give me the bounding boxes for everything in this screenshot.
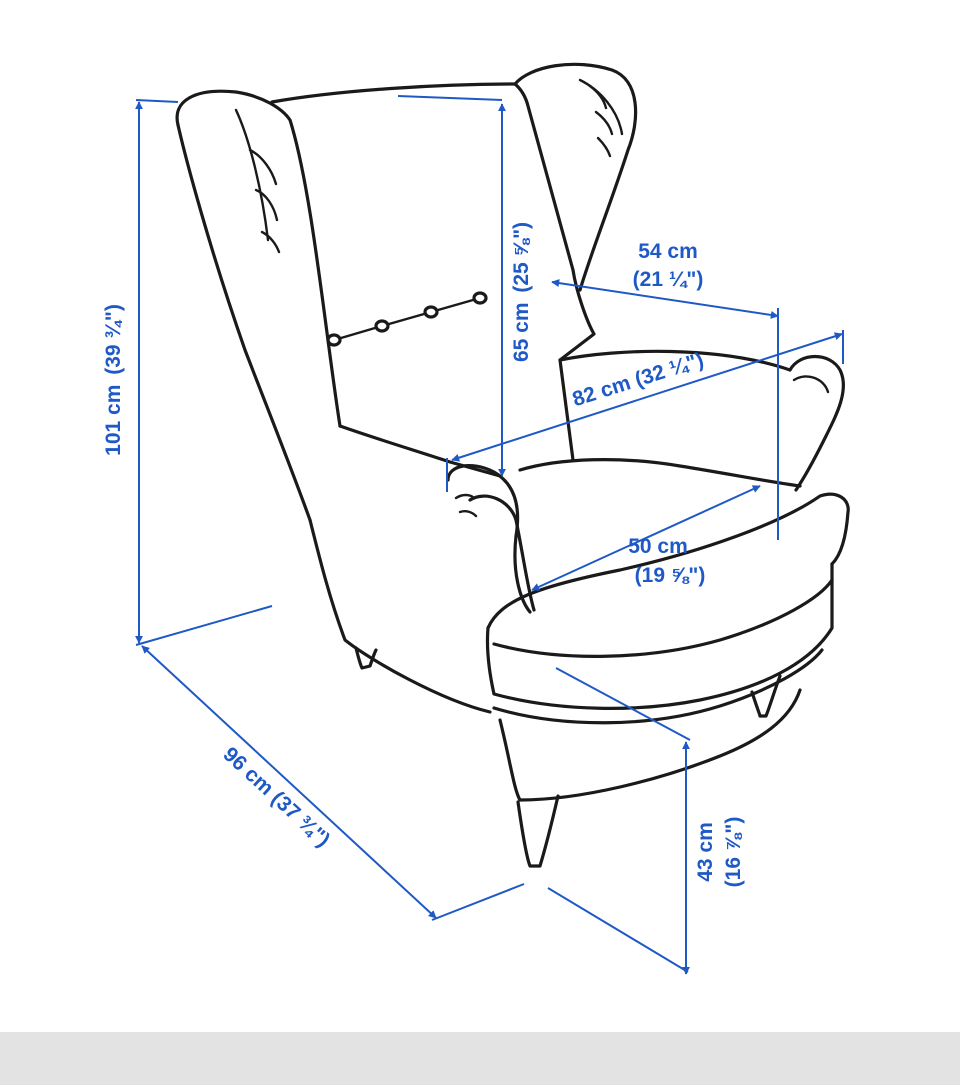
left-wing-pleat-2: [254, 188, 279, 222]
seat-width-imperial: (21 ¼"): [633, 268, 704, 291]
seat-height-imperial: (16 ⅞"): [722, 817, 745, 888]
base-bottom-edge: [498, 688, 802, 802]
width-label-text: 82 cm (32 ¼"): [570, 348, 707, 411]
seat-depth-imperial: (19 ⅝"): [635, 564, 706, 587]
seat-height-extension-top: [555, 667, 691, 741]
right-wing-pleat-3: [596, 136, 612, 158]
right-wing-inner: [578, 78, 624, 136]
width-dimension-line: [451, 332, 843, 462]
left-arm-front: [468, 494, 536, 612]
right-arm-roll: [788, 355, 845, 492]
left-wing-pleat-3: [260, 230, 281, 254]
left-wing-pleat-1: [248, 148, 278, 186]
dimension-lines: [135, 95, 844, 975]
left-arm-roll: [446, 463, 532, 614]
right-arm-inner: [792, 375, 830, 394]
seat-width-dimension-line: [551, 279, 779, 319]
back-height-label-text: 65 cm (25 ⅝"): [510, 222, 533, 362]
seat-height-extension-bottom: [547, 887, 689, 973]
seat-width-metric: 54 cm: [638, 240, 698, 263]
back-height-label: 65 cm (25 ⅝"): [510, 222, 533, 362]
bottom-bar: [0, 1032, 960, 1085]
left-wing-edge: [176, 123, 312, 522]
dimension-labels: 101 cm (39 ¾") 65 cm (25 ⅝") 54 cm (21 ¼…: [102, 222, 745, 887]
left-wing-inner: [234, 108, 270, 242]
button-tuft-1: [326, 333, 342, 347]
height-label: 101 cm (39 ¾"): [102, 304, 125, 456]
seat-cushion-top: [518, 458, 802, 488]
left-wing-roll: [175, 89, 342, 428]
height-extension-top: [135, 99, 179, 103]
left-arm-top: [338, 424, 502, 478]
width-label: 82 cm (32 ¼"): [570, 348, 707, 411]
seat-front-top: [486, 492, 850, 630]
button-tuft-2: [374, 319, 390, 333]
button-tuft-3: [423, 305, 439, 319]
front-left-leg: [516, 794, 560, 868]
seat-piping: [492, 578, 834, 658]
height-label-text: 101 cm (39 ¾"): [102, 304, 125, 456]
seat-height-label: 43 cm (16 ⅞"): [694, 817, 745, 888]
depth-label-text: 96 cm (37 ¾"): [218, 743, 334, 852]
depth-extension-bottom: [431, 883, 525, 921]
button-stitch-line: [339, 298, 475, 340]
depth-dimension-line: [141, 645, 437, 919]
seat-base-piping: [492, 648, 824, 725]
depth-label: 96 cm (37 ¾"): [218, 743, 334, 852]
right-wing-lower: [558, 268, 596, 462]
left-side-panel: [308, 518, 492, 714]
seat-front-band: [485, 562, 834, 710]
left-arm-pleat: [454, 493, 478, 518]
right-wing-pleat-2: [594, 110, 614, 136]
seat-depth-dimension-line: [531, 485, 761, 591]
seat-depth-metric: 50 cm: [628, 535, 688, 558]
right-wing-pleat-1: [588, 84, 608, 110]
front-right-leg: [750, 674, 782, 718]
right-wing-roll: [513, 62, 638, 292]
back-height-extension: [397, 95, 503, 101]
seat-height-metric: 43 cm: [694, 822, 717, 882]
chair-back-outline: [270, 82, 575, 272]
height-extension-bottom: [135, 605, 273, 646]
armchair-outline: [175, 62, 850, 868]
button-tuft-4: [472, 291, 488, 305]
